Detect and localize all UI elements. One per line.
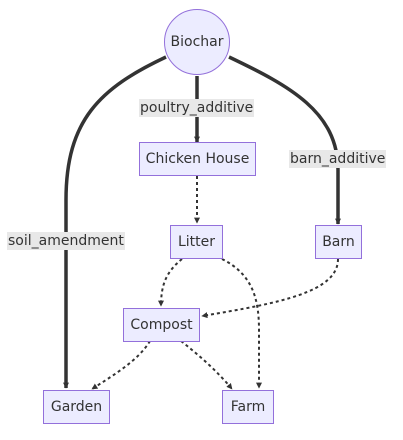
node-litter: Litter (170, 225, 223, 259)
edge-biochar-barn (228, 55, 341, 225)
edge-litter-compost (158, 258, 183, 307)
edge-biochar-garden (63, 55, 167, 389)
node-barn: Barn (315, 225, 362, 259)
edge-litter-farm (221, 258, 262, 389)
node-biochar: Biochar (164, 9, 230, 75)
edge-label-soil-amendment: soil_amendment (7, 232, 125, 250)
edge-compost-farm (180, 340, 233, 390)
edge-label-poultry-additive: poultry_additive (139, 99, 255, 117)
node-garden: Garden (43, 390, 110, 424)
edge-compost-garden (91, 340, 151, 390)
edge-barn-compost (201, 258, 339, 319)
node-chicken-house: Chicken House (139, 142, 256, 176)
node-farm: Farm (222, 390, 274, 424)
edge-label-barn-additive: barn_additive (289, 150, 387, 168)
node-compost: Compost (123, 308, 200, 342)
